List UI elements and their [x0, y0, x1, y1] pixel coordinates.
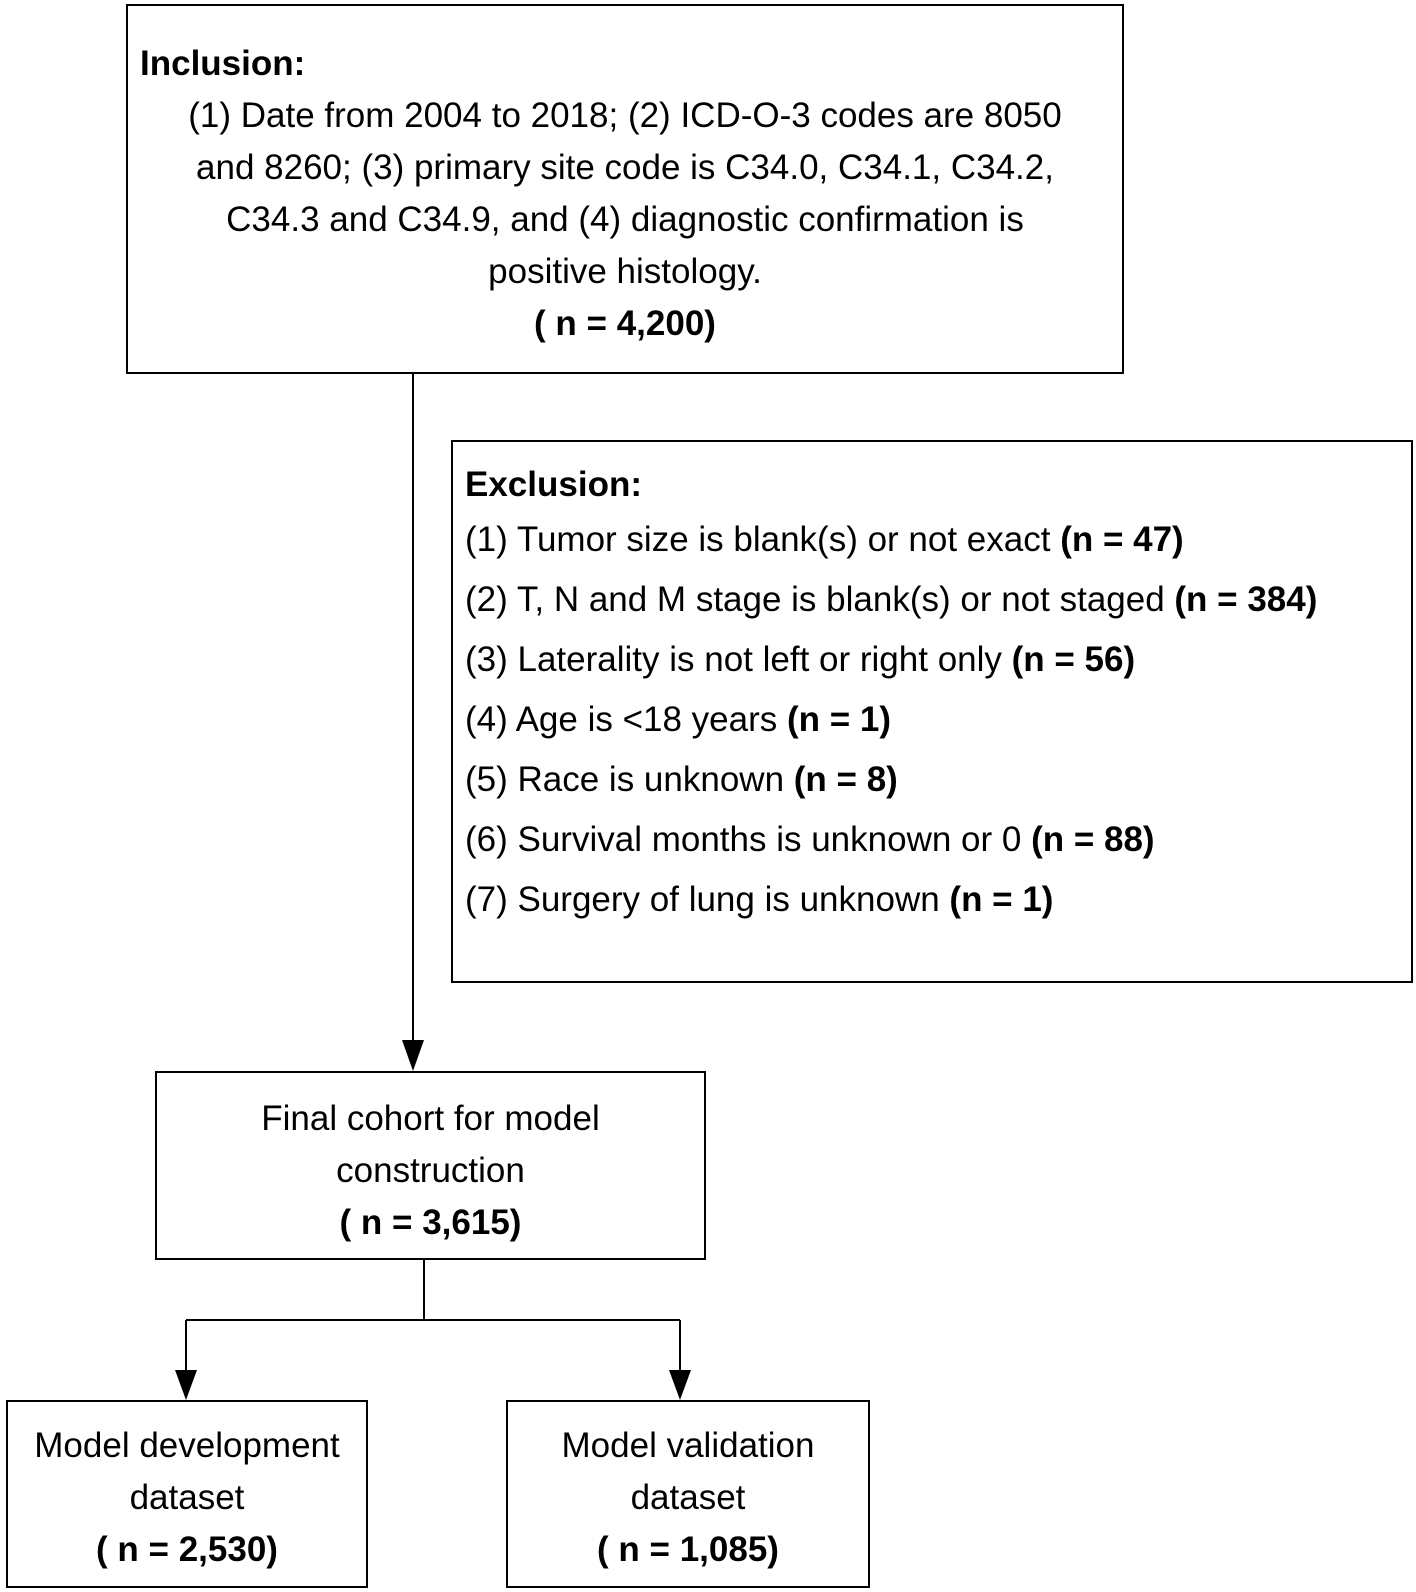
development-count: ( n = 2,530)	[96, 1530, 278, 1569]
exclusion-item: (7) Surgery of lung is unknown (n = 1)	[465, 870, 1399, 930]
exclusion-heading: Exclusion:	[465, 465, 642, 504]
exclusion-item-text: (6) Survival months is unknown or 0	[465, 820, 1032, 859]
final-cohort-line: construction	[336, 1151, 525, 1190]
exclusion-item: (4) Age is <18 years (n = 1)	[465, 690, 1399, 750]
exclusion-item-text: (4) Age is <18 years	[465, 700, 787, 739]
final-cohort-line: Final cohort for model	[261, 1099, 600, 1138]
exclusion-item-count: (n = 88)	[1031, 820, 1155, 859]
development-line: dataset	[129, 1478, 245, 1517]
inclusion-line: C34.3 and C34.9, and (4) diagnostic conf…	[226, 200, 1024, 239]
final-cohort-count: ( n = 3,615)	[339, 1203, 522, 1242]
arrowhead-final	[402, 1040, 424, 1071]
inclusion-heading: Inclusion:	[140, 44, 306, 83]
inclusion-box: Inclusion: (1) Date from 2004 to 2018; (…	[126, 4, 1124, 374]
exclusion-item-text: (3) Laterality is not left or right only	[465, 640, 1012, 679]
development-dataset-box: Model development dataset ( n = 2,530)	[6, 1400, 368, 1588]
exclusion-item-text: (2) T, N and M stage is blank(s) or not …	[465, 580, 1175, 619]
exclusion-item: (1) Tumor size is blank(s) or not exact …	[465, 510, 1399, 570]
exclusion-item: (5) Race is unknown (n = 8)	[465, 750, 1399, 810]
final-cohort-box: Final cohort for model construction ( n …	[155, 1071, 706, 1260]
exclusion-item: (2) T, N and M stage is blank(s) or not …	[465, 570, 1399, 630]
validation-count: ( n = 1,085)	[597, 1530, 779, 1569]
validation-line: dataset	[630, 1478, 746, 1517]
exclusion-item: (3) Laterality is not left or right only…	[465, 630, 1399, 690]
exclusion-item-text: (7) Surgery of lung is unknown	[465, 880, 950, 919]
exclusion-item-count: (n = 47)	[1060, 520, 1184, 559]
exclusion-item-text: (1) Tumor size is blank(s) or not exact	[465, 520, 1061, 559]
exclusion-item: (6) Survival months is unknown or 0 (n =…	[465, 810, 1399, 870]
validation-line: Model validation	[561, 1426, 815, 1465]
inclusion-line: and 8260; (3) primary site code is C34.0…	[196, 148, 1054, 187]
inclusion-line: positive histology.	[488, 252, 762, 291]
development-line: Model development	[34, 1426, 340, 1465]
exclusion-item-count: (n = 1)	[949, 880, 1054, 919]
arrowhead-validation	[669, 1370, 691, 1400]
exclusion-box: Exclusion: (1) Tumor size is blank(s) or…	[451, 440, 1413, 983]
exclusion-item-count: (n = 8)	[793, 760, 898, 799]
arrowhead-development	[175, 1370, 197, 1400]
exclusion-item-text: (5) Race is unknown	[465, 760, 794, 799]
validation-dataset-box: Model validation dataset ( n = 1,085)	[506, 1400, 870, 1588]
exclusion-item-count: (n = 1)	[786, 700, 892, 739]
inclusion-count: ( n = 4,200)	[534, 304, 716, 343]
exclusion-item-count: (n = 56)	[1011, 640, 1136, 679]
inclusion-line: (1) Date from 2004 to 2018; (2) ICD-O-3 …	[188, 96, 1062, 135]
exclusion-item-count: (n = 384)	[1174, 580, 1318, 619]
